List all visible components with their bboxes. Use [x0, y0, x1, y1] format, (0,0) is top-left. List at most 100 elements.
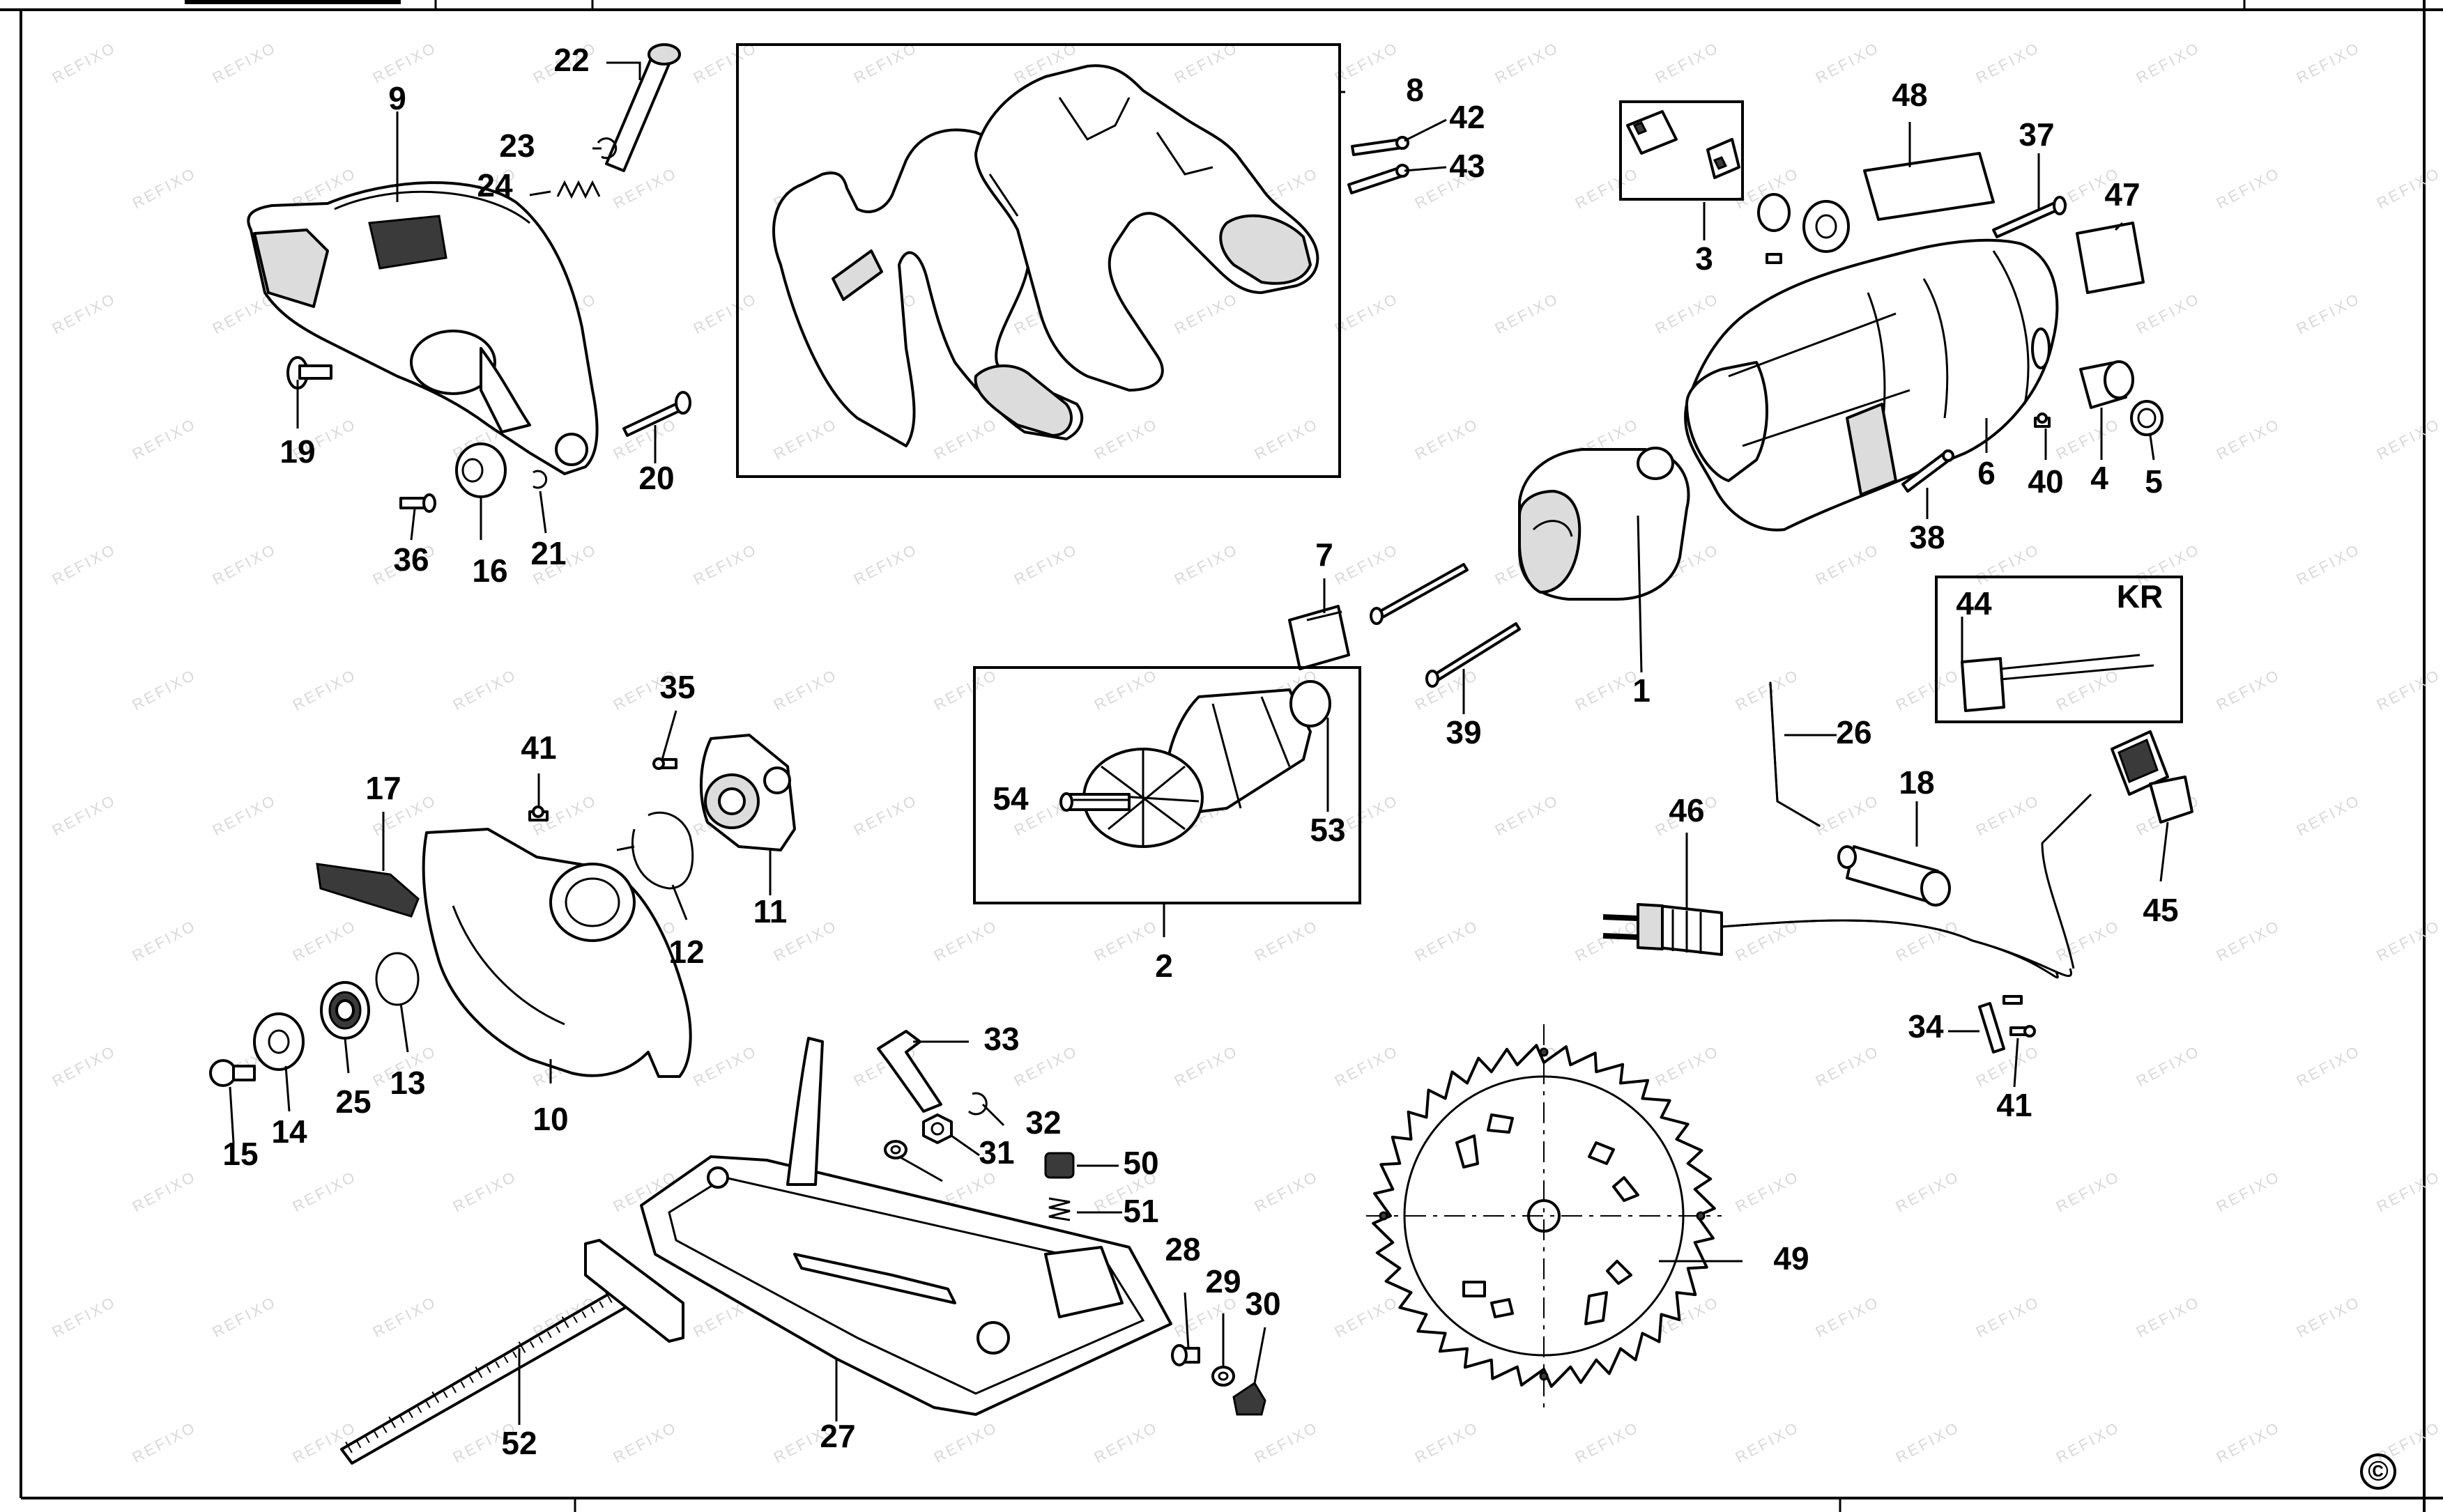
watermark-text: REFIXO [1813, 540, 1883, 588]
part-16-roller [455, 442, 507, 498]
watermark-text: REFIXO [2214, 164, 2283, 212]
callout-21: 21 [530, 535, 566, 571]
watermark-text: REFIXO [130, 916, 199, 964]
fence-scale-tick [345, 1441, 353, 1453]
watermark-text: REFIXO [1813, 1042, 1883, 1090]
watermark-text: REFIXO [771, 665, 841, 713]
fence-scale-tick [408, 1411, 413, 1419]
callout-5: 5 [2145, 463, 2163, 500]
watermark-text: REFIXO [2294, 1042, 2364, 1090]
callout-48: 48 [1892, 77, 1927, 113]
watermark-text: REFIXO [450, 665, 520, 713]
part-27-shoe [640, 1037, 1172, 1416]
fence-scale-tick [573, 1316, 578, 1323]
callout-26: 26 [1836, 714, 1871, 750]
leader-lines [229, 61, 2169, 1425]
fence-scale-tick [546, 1331, 552, 1339]
watermark-text: REFIXO [1973, 38, 2043, 86]
watermark-text: REFIXO [1092, 665, 1161, 713]
part-10-lower-guard [422, 828, 692, 1078]
part-7-baffle [1288, 605, 1350, 670]
callout-52: 52 [501, 1425, 537, 1461]
fence-scale-tick [503, 1356, 509, 1364]
watermark-text: REFIXO [851, 540, 921, 588]
callout-18: 18 [1899, 764, 1934, 801]
fence-scale-tick [590, 1306, 595, 1313]
watermark-text: REFIXO [2374, 665, 2443, 713]
watermark-text: REFIXO [1172, 1042, 1241, 1090]
watermark-text: REFIXO [130, 665, 199, 713]
callout-17: 17 [365, 770, 401, 806]
watermark-text: REFIXO [1332, 1293, 1402, 1341]
watermark-text: REFIXO [691, 540, 760, 588]
watermark-text: REFIXO [1813, 791, 1883, 839]
part-38-screw [1901, 449, 1954, 493]
callout-49: 49 [1773, 1240, 1809, 1276]
part-2-armature-assembly [973, 666, 1361, 904]
watermark-text: REFIXO [1813, 1293, 1883, 1341]
fence-scale-tick [425, 1401, 431, 1408]
callout-39: 39 [1446, 714, 1481, 750]
callout-28: 28 [1165, 1231, 1200, 1267]
watermark-text: REFIXO [1492, 289, 1562, 337]
part-21-clip [533, 470, 548, 489]
callout-20: 20 [638, 460, 674, 496]
callout-32: 32 [1025, 1104, 1061, 1141]
callout-46: 46 [1669, 792, 1704, 828]
fence-scale-tick [431, 1391, 440, 1403]
watermark-text: REFIXO [1653, 1042, 1722, 1090]
watermark-text: REFIXO [130, 164, 199, 212]
watermark-text: REFIXO [2134, 38, 2203, 86]
watermark-text: REFIXO [1011, 540, 1081, 588]
watermark-text: REFIXO [2214, 1167, 2283, 1215]
part-39-screw [1425, 622, 1521, 688]
watermark-text: REFIXO [2053, 1418, 2123, 1466]
part-35-screw [652, 757, 677, 770]
callout-43: 43 [1449, 148, 1485, 184]
callout-30: 30 [1245, 1286, 1280, 1322]
fence-scale-tick [356, 1441, 362, 1449]
callout-40: 40 [2028, 463, 2063, 500]
callout-34: 34 [1908, 1008, 1944, 1044]
callout-1: 1 [1632, 672, 1651, 709]
watermark-text: REFIXO [290, 665, 360, 713]
kit-box-title: KR [2117, 578, 2163, 615]
part-44-capacitor-box [1935, 576, 2183, 723]
watermark-text: REFIXO [1973, 1293, 2043, 1341]
callout-35: 35 [659, 669, 695, 705]
callout-33: 33 [983, 1021, 1019, 1057]
part-52-rip-fence [340, 1239, 684, 1465]
watermark-text: REFIXO [1733, 1418, 1802, 1466]
watermark-text: REFIXO [1653, 289, 1722, 337]
fence-scale-tick [599, 1301, 604, 1309]
watermark-text: REFIXO [2374, 164, 2443, 212]
part-6-motor-housing [1684, 238, 2059, 532]
callout-11: 11 [753, 893, 788, 929]
watermark-text: REFIXO [210, 1293, 279, 1341]
watermark-text: REFIXO [1092, 1418, 1161, 1466]
part-4-brush-holder [2079, 360, 2134, 409]
watermark-text: REFIXO [1572, 916, 1642, 964]
fence-scale-tick [460, 1381, 466, 1389]
callout-42: 42 [1449, 99, 1485, 135]
part-41-screw-lower [2009, 1025, 2036, 1037]
part-26-hex-key [1769, 681, 1821, 827]
copyright-mark: © [2360, 1453, 2396, 1490]
part-long-screw [1370, 563, 1469, 625]
callout-6: 6 [1977, 455, 1996, 491]
callout-45: 45 [2143, 892, 2178, 928]
watermark-text: REFIXO [1492, 791, 1562, 839]
watermark-text: REFIXO [1252, 1167, 1322, 1215]
watermark-text: REFIXO [1973, 791, 2043, 839]
callout-14: 14 [271, 1113, 307, 1150]
part-11-gear-case [699, 734, 796, 851]
watermark-text: REFIXO [1092, 916, 1161, 964]
watermark-text: REFIXO [130, 415, 199, 463]
watermark-text: REFIXO [1092, 415, 1161, 463]
watermark-text: REFIXO [1572, 665, 1642, 713]
part-25-bearing [320, 981, 370, 1040]
fence-scale-tick [530, 1341, 535, 1348]
part-24-spring [556, 180, 601, 199]
callout-31: 31 [979, 1134, 1014, 1171]
